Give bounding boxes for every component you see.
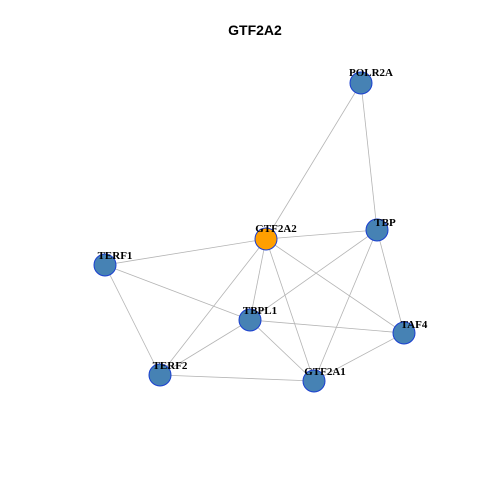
edge-gtf2a2-tbp (265, 229, 378, 240)
edge-tbpl1-terf2 (159, 319, 251, 376)
node-label-terf2: TERF2 (153, 360, 188, 372)
edge-terf2-gtf2a1 (159, 374, 315, 382)
edge-terf1-terf2 (104, 264, 161, 376)
edge-tbp-taf4 (376, 229, 405, 334)
node-gtf2a2[interactable] (254, 227, 278, 251)
edge-gtf2a2-terf2 (159, 238, 267, 376)
edge-terf1-tbpl1 (104, 264, 251, 321)
node-label-tbpl1: TBPL1 (243, 305, 277, 317)
edge-gtf2a2-gtf2a1 (265, 238, 315, 382)
edge-taf4-gtf2a1 (313, 332, 405, 382)
node-label-terf1: TERF1 (98, 250, 133, 262)
node-label-tbp: TBP (374, 217, 396, 229)
node-tbpl1[interactable] (238, 308, 262, 332)
node-label-gtf2a1: GTF2A1 (304, 366, 346, 378)
edge-gtf2a2-taf4 (265, 238, 405, 334)
edge-gtf2a2-tbpl1 (249, 238, 267, 321)
edge-polr2a-gtf2a2 (265, 82, 362, 240)
edge-tbp-gtf2a1 (313, 229, 378, 382)
node-terf2[interactable] (148, 363, 172, 387)
edge-tbpl1-gtf2a1 (249, 319, 315, 382)
edge-tbp-tbpl1 (249, 229, 378, 321)
node-gtf2a1[interactable] (302, 369, 326, 393)
node-polr2a[interactable] (349, 71, 373, 95)
edge-tbpl1-taf4 (249, 319, 405, 334)
edge-polr2a-tbp (360, 82, 378, 231)
node-terf1[interactable] (93, 253, 117, 277)
diagram-title: GTF2A2 (228, 22, 282, 38)
edges-layer (104, 82, 405, 382)
edge-gtf2a2-terf1 (104, 238, 267, 266)
node-taf4[interactable] (392, 321, 416, 345)
node-label-polr2a: POLR2A (349, 67, 393, 79)
node-label-gtf2a2: GTF2A2 (255, 223, 297, 235)
nodes-layer (93, 71, 416, 393)
node-tbp[interactable] (365, 218, 389, 242)
node-label-taf4: TAF4 (401, 319, 428, 331)
